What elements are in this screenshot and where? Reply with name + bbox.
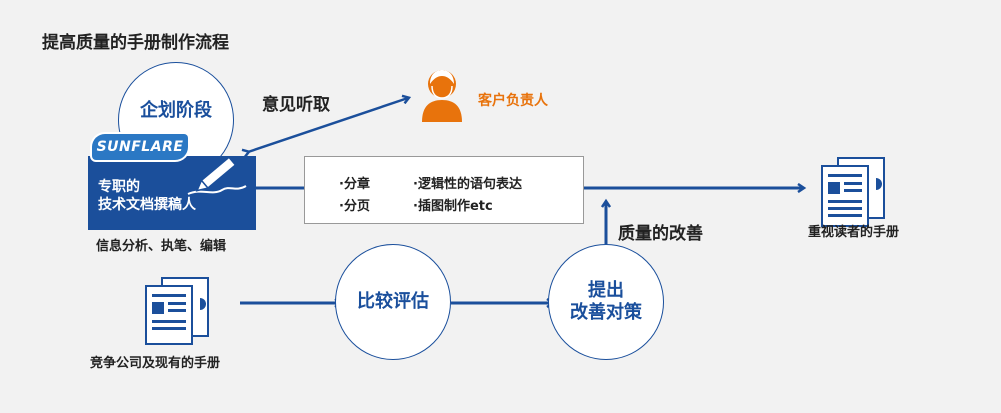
improvement-label: 质量的改善 xyxy=(618,224,703,244)
document-icon-competitor xyxy=(145,277,209,345)
reader-manual-label: 重视读者的手册 xyxy=(808,225,900,240)
planning-stage-label: 企划阶段 xyxy=(140,99,212,121)
writer-text: 专职的技术文档撰稿人 xyxy=(98,178,196,214)
document-icon-reader xyxy=(821,157,885,227)
content-box: ·分章 ·逻辑性的语句表达 ·分页 ·插图制作etc xyxy=(304,156,584,224)
content-item: ·分页 xyxy=(339,199,370,214)
writer-line2: 技术文档撰稿人 xyxy=(98,197,196,213)
content-item: ·逻辑性的语句表达 xyxy=(413,177,522,192)
propose-label: 提出 改善对策 xyxy=(570,279,642,324)
content-item: ·分章 xyxy=(339,177,370,192)
page-title: 提高质量的手册制作流程 xyxy=(42,33,229,53)
hearing-arrow xyxy=(248,98,408,152)
propose-circle: 提出 改善对策 xyxy=(548,244,664,360)
writer-caption: 信息分析、执笔、编辑 xyxy=(96,239,227,254)
writer-line1: 专职的 xyxy=(98,179,140,195)
sunflare-logo: SUNFLARE xyxy=(92,134,188,160)
compare-circle: 比较评估 xyxy=(335,244,451,360)
competitor-label: 竞争公司及现有的手册 xyxy=(90,356,221,371)
content-item: ·插图制作etc xyxy=(413,199,493,214)
writer-box: 专职的技术文档撰稿人 xyxy=(88,156,256,230)
client-label: 客户负责人 xyxy=(478,93,548,109)
person-icon xyxy=(422,70,462,122)
pen-icon xyxy=(187,156,247,195)
compare-label: 比较评估 xyxy=(357,290,429,312)
hearing-label: 意见听取 xyxy=(262,95,330,115)
